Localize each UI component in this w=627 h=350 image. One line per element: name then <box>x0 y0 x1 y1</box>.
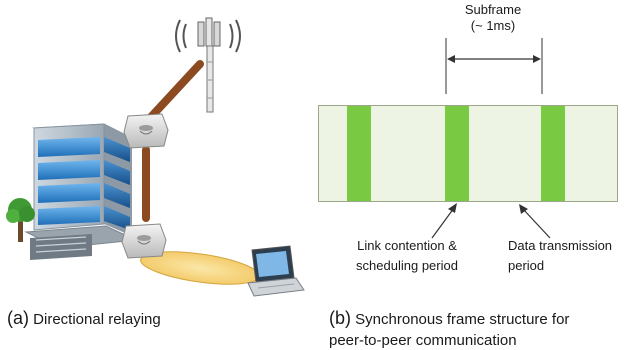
contention-slot-1 <box>347 106 371 201</box>
data-label-line2: period <box>508 257 545 273</box>
data-label-line1: Data transmission <box>508 238 613 253</box>
subframe-label: Subframe (~ 1ms) <box>438 2 548 33</box>
directional-relaying-illustration <box>6 17 305 297</box>
link-label-line1: Link contention & <box>357 238 457 253</box>
period-pointer-arrows <box>431 203 551 239</box>
caption-a-letter: (a) <box>7 308 29 328</box>
caption-a: (a) Directional relaying <box>7 308 161 330</box>
frame-bar <box>318 105 618 202</box>
relay-node-icon <box>123 113 169 149</box>
link-contention-label: Link contention & scheduling period <box>347 238 467 273</box>
office-building-icon <box>24 123 138 260</box>
caption-b-line2: peer-to-peer communication <box>329 331 517 349</box>
subframe-label-line1: Subframe <box>464 2 522 17</box>
caption-b-line1: Synchronous frame structure for <box>355 311 570 328</box>
contention-slot-2 <box>445 106 469 201</box>
caption-a-text: Directional relaying <box>33 311 161 328</box>
relay-node-icon <box>121 223 167 259</box>
caption-b: (b) Synchronous frame structure for peer… <box>329 308 569 350</box>
tree-icon <box>6 198 35 242</box>
link-label-line2: scheduling period <box>356 257 458 273</box>
cell-tower-icon <box>175 17 241 113</box>
data-transmission-label: Data transmission period <box>508 238 612 273</box>
subframe-label-line2: (~ 1ms) <box>470 17 516 33</box>
frame-structure <box>318 105 618 202</box>
subframe-dimension-arrow <box>445 38 543 94</box>
tower-relay-link <box>146 60 204 122</box>
contention-slot-3 <box>541 106 565 201</box>
caption-b-letter: (b) <box>329 308 351 328</box>
laptop-icon <box>247 245 305 297</box>
